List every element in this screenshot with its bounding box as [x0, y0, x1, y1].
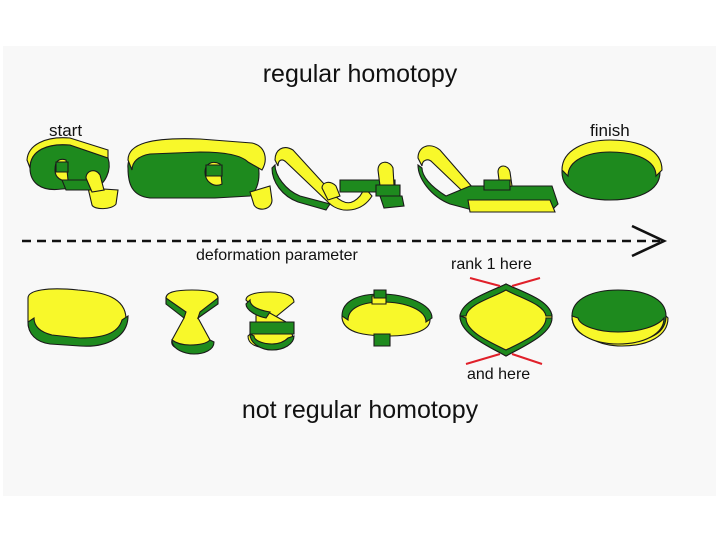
rank-pointers — [465, 277, 543, 365]
label-start-top: start — [49, 121, 83, 140]
top-ribbon-5-finish — [561, 139, 663, 201]
top-ribbon-4 — [417, 145, 559, 213]
bottom-ribbon-3 — [245, 291, 295, 351]
label-rank-1-here: rank 1 here — [451, 256, 532, 273]
top-ribbon-2 — [127, 138, 273, 210]
label-finish-top: finish — [590, 121, 630, 140]
label-deformation-parameter: deformation parameter — [196, 247, 358, 264]
label-and-here: and here — [467, 366, 531, 383]
slide-background — [3, 46, 716, 496]
title-regular-homotopy: regular homotopy — [262, 60, 458, 88]
top-ribbon-3 — [271, 147, 405, 211]
bottom-ribbon-6-finish — [571, 289, 669, 347]
top-ribbon-1-start — [26, 137, 119, 210]
bottom-ribbon-1-start — [27, 288, 129, 347]
bottom-ribbon-5-cusped — [459, 283, 553, 357]
title-not-regular-homotopy: not regular homotopy — [241, 396, 479, 424]
bottom-ribbon-4 — [341, 289, 433, 347]
deformation-arrow-head — [631, 224, 668, 258]
bottom-ribbon-2 — [165, 289, 219, 355]
